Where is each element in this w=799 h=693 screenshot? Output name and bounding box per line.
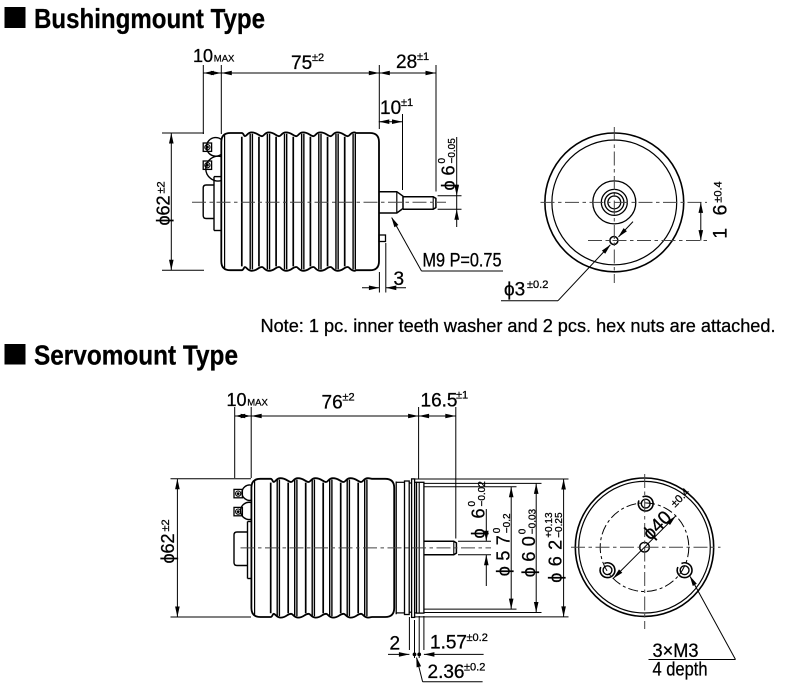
svg-text:10: 10	[227, 390, 247, 410]
svg-text:±0.2: ±0.2	[527, 279, 548, 291]
svg-text:10: 10	[193, 46, 213, 66]
svg-text:0: 0	[492, 527, 503, 533]
svg-text:ϕ62: ϕ62	[158, 534, 178, 564]
svg-text:−0.25: −0.25	[554, 512, 565, 538]
svg-text:Note: 1 pc. inner teeth washer: Note: 1 pc. inner teeth washer and 2 pcs…	[261, 315, 776, 336]
svg-text:±0.2: ±0.2	[467, 632, 488, 644]
svg-text:ϕ60: ϕ60	[519, 536, 539, 577]
svg-text:ϕ57: ϕ57	[493, 535, 513, 576]
svg-text:16.5: 16.5	[421, 391, 458, 412]
svg-text:±1: ±1	[417, 51, 429, 63]
svg-text:75: 75	[291, 53, 312, 74]
svg-text:ϕ3: ϕ3	[504, 280, 525, 301]
svg-text:2: 2	[390, 634, 401, 655]
svg-text:±2: ±2	[343, 392, 355, 404]
svg-text:10: 10	[380, 98, 401, 119]
svg-text:−0.05: −0.05	[447, 138, 458, 164]
svg-text:ϕ62: ϕ62	[545, 540, 565, 583]
svg-text:±2: ±2	[160, 519, 172, 531]
svg-text:±1: ±1	[401, 97, 413, 109]
svg-text:ϕ62: ϕ62	[154, 196, 174, 226]
svg-text:0: 0	[517, 528, 528, 534]
svg-text:+0.13: +0.13	[544, 512, 555, 538]
svg-text:4 depth: 4 depth	[653, 660, 708, 681]
svg-text:±1: ±1	[456, 390, 468, 402]
svg-text:Servomount Type: Servomount Type	[34, 339, 238, 370]
svg-text:76: 76	[322, 393, 343, 414]
svg-text:MAX: MAX	[247, 398, 268, 409]
svg-text:3×M3: 3×M3	[653, 641, 699, 662]
svg-text:±0.4: ±0.4	[713, 181, 725, 202]
svg-text:−0.03: −0.03	[527, 508, 538, 534]
svg-text:2.36: 2.36	[428, 662, 465, 683]
svg-text:3: 3	[394, 269, 405, 290]
svg-text:0: 0	[437, 158, 448, 164]
svg-text:28: 28	[396, 52, 417, 73]
svg-text:1.57: 1.57	[430, 633, 467, 654]
svg-text:±0.2: ±0.2	[464, 662, 485, 674]
svg-text:0: 0	[467, 501, 478, 507]
svg-text:±2: ±2	[156, 181, 168, 193]
svg-text:±2: ±2	[312, 52, 324, 64]
svg-text:M9 P=0.75: M9 P=0.75	[423, 251, 502, 272]
svg-text:−0.2: −0.2	[502, 513, 513, 533]
svg-text:−0.02: −0.02	[477, 481, 488, 507]
svg-text:MAX: MAX	[214, 54, 235, 65]
svg-text:Bushingmount Type: Bushingmount Type	[34, 3, 265, 34]
